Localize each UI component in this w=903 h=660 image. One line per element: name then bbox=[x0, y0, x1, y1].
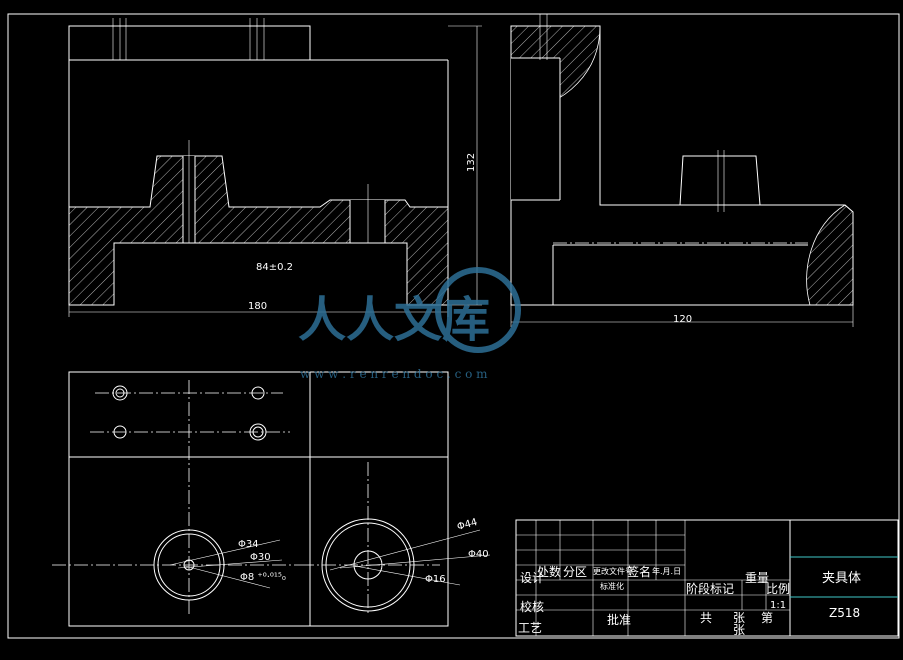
dim-center-distance: 84±0.2 bbox=[256, 262, 293, 273]
dim-dia-34: Φ34 bbox=[238, 539, 259, 550]
tb-approve: 批准 bbox=[607, 612, 631, 627]
dim-dia-40: Φ40 bbox=[468, 549, 489, 560]
tb-process: 工艺 bbox=[518, 621, 542, 635]
tb-check: 校核 bbox=[520, 599, 544, 614]
tb-sheet2: 张 bbox=[733, 623, 745, 637]
tb-weight: 重量 bbox=[745, 571, 769, 585]
tb-page: 第 bbox=[761, 611, 773, 625]
tb-scale-label: 比例 bbox=[766, 582, 790, 596]
tb-standard: 标准化 bbox=[600, 581, 624, 591]
dim-front-width: 180 bbox=[248, 301, 267, 312]
tb-processing: 处数 bbox=[537, 564, 561, 579]
side-view: 120 bbox=[510, 14, 854, 327]
tb-drawing-number: Z518 bbox=[829, 606, 860, 620]
dim-dia-44: Φ44 bbox=[456, 517, 479, 533]
tb-scale-value: 1:1 bbox=[770, 600, 786, 611]
drawing-frame bbox=[7, 13, 900, 639]
tb-zone: 分区 bbox=[563, 565, 587, 579]
watermark-url: w w w . r e n r e n d o c . c o m bbox=[300, 367, 488, 381]
tb-total: 共 bbox=[700, 611, 712, 625]
tb-stage-mark: 阶段标记 bbox=[686, 581, 734, 596]
tb-date: 年.月.日 bbox=[652, 566, 681, 576]
top-view: Φ34 Φ30 Φ8 ⁺⁰·⁰¹⁵₀ Φ44 Φ40 Φ16 bbox=[52, 371, 491, 627]
tb-part-name: 夹具体 bbox=[822, 571, 861, 586]
tb-signature: 签名 bbox=[627, 564, 651, 579]
dim-dia-8: Φ8 ⁺⁰·⁰¹⁵₀ bbox=[240, 572, 286, 583]
dim-dia-16: Φ16 bbox=[425, 574, 446, 585]
tb-design: 设计 bbox=[520, 571, 544, 585]
tb-change-doc: 更改文件号 bbox=[593, 566, 633, 576]
dim-dia-30: Φ30 bbox=[250, 552, 271, 563]
dim-side-width: 120 bbox=[673, 314, 692, 325]
watermark: 人人文库 w w w . r e n r e n d o c . c o m bbox=[298, 267, 521, 381]
tb-sheet: 张 bbox=[733, 611, 745, 625]
dim-height: 132 bbox=[466, 153, 477, 172]
watermark-brand: 人人文库 bbox=[298, 292, 490, 348]
front-view: 132 180 84±0.2 bbox=[68, 18, 482, 317]
title-block: 处数 分区 更改文件号 签名 年.月.日 设计 校核 工艺 标准化 批准 阶段标… bbox=[515, 519, 899, 637]
